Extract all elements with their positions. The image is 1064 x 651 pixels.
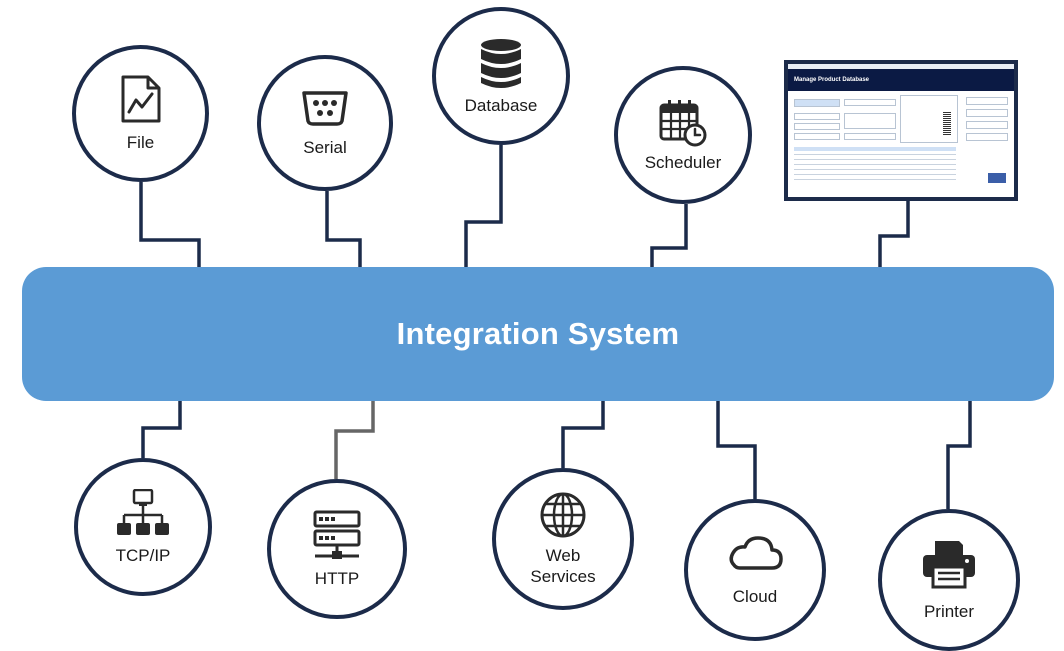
screenshot-field xyxy=(794,133,840,140)
connector-file xyxy=(139,182,201,267)
screenshot-table-row xyxy=(794,159,956,160)
web-services-node: Web Services xyxy=(492,468,634,610)
calendar-clock-icon xyxy=(659,99,707,146)
connector-web xyxy=(561,401,605,468)
screenshot-table-header xyxy=(794,147,956,151)
screenshot-field xyxy=(844,113,896,129)
integration-system-band: Integration System xyxy=(22,267,1054,401)
tcpip-label: TCP/IP xyxy=(115,545,171,565)
connector-screenshot xyxy=(878,201,910,267)
serial-port-icon xyxy=(302,90,348,126)
serial-node: Serial xyxy=(257,55,393,191)
database-icon xyxy=(481,38,521,88)
cloud-icon xyxy=(729,535,783,570)
screenshot-table-row xyxy=(794,179,956,180)
screenshot-button xyxy=(966,109,1008,117)
database-label: Database xyxy=(464,95,538,115)
serial-label: Serial xyxy=(303,137,347,157)
screenshot-button xyxy=(966,133,1008,141)
http-label: HTTP xyxy=(314,568,360,588)
server-icon xyxy=(313,510,361,559)
screenshot-table-row xyxy=(794,164,956,165)
screenshot-field xyxy=(844,133,896,140)
file-node: File xyxy=(72,45,209,182)
screenshot-field xyxy=(794,113,840,120)
screenshot-table-row xyxy=(794,154,956,155)
connector-cloud xyxy=(716,401,757,499)
screenshot-button xyxy=(966,121,1008,129)
printer-node: Printer xyxy=(878,509,1020,651)
file-chart-icon xyxy=(121,75,160,123)
web-services-label: Web Services xyxy=(530,546,596,586)
connector-printer xyxy=(946,401,972,509)
printer-label: Printer xyxy=(923,601,975,621)
connector-serial xyxy=(325,191,362,267)
tcpip-node: TCP/IP xyxy=(74,458,212,596)
cloud-label: Cloud xyxy=(732,586,778,606)
screenshot-body xyxy=(788,91,1014,197)
screenshot-action-button xyxy=(988,173,1006,183)
cloud-node: Cloud xyxy=(684,499,826,641)
printer-icon xyxy=(923,540,975,588)
scheduler-node: Scheduler xyxy=(614,66,752,204)
screenshot-field xyxy=(844,99,896,106)
screenshot-field xyxy=(794,99,840,107)
connector-tcpip xyxy=(141,401,182,458)
file-label: File xyxy=(126,133,155,152)
http-node: HTTP xyxy=(267,479,407,619)
connector-database xyxy=(464,145,503,267)
app-window-screenshot: Manage Product Database xyxy=(784,60,1018,201)
globe-icon xyxy=(540,492,586,538)
screenshot-button xyxy=(966,97,1008,105)
screenshot-window-bar xyxy=(788,64,1014,69)
scheduler-label: Scheduler xyxy=(644,152,722,172)
screenshot-table-row xyxy=(794,174,956,175)
network-icon xyxy=(117,488,169,535)
barcode-graphic xyxy=(943,111,951,135)
screenshot-table-row xyxy=(794,169,956,170)
screenshot-title: Manage Product Database xyxy=(788,69,1014,91)
connector-scheduler xyxy=(650,204,688,267)
screenshot-field xyxy=(794,123,840,130)
integration-system-label: Integration System xyxy=(396,316,680,351)
database-node: Database xyxy=(432,7,570,145)
connector-http xyxy=(334,401,375,479)
